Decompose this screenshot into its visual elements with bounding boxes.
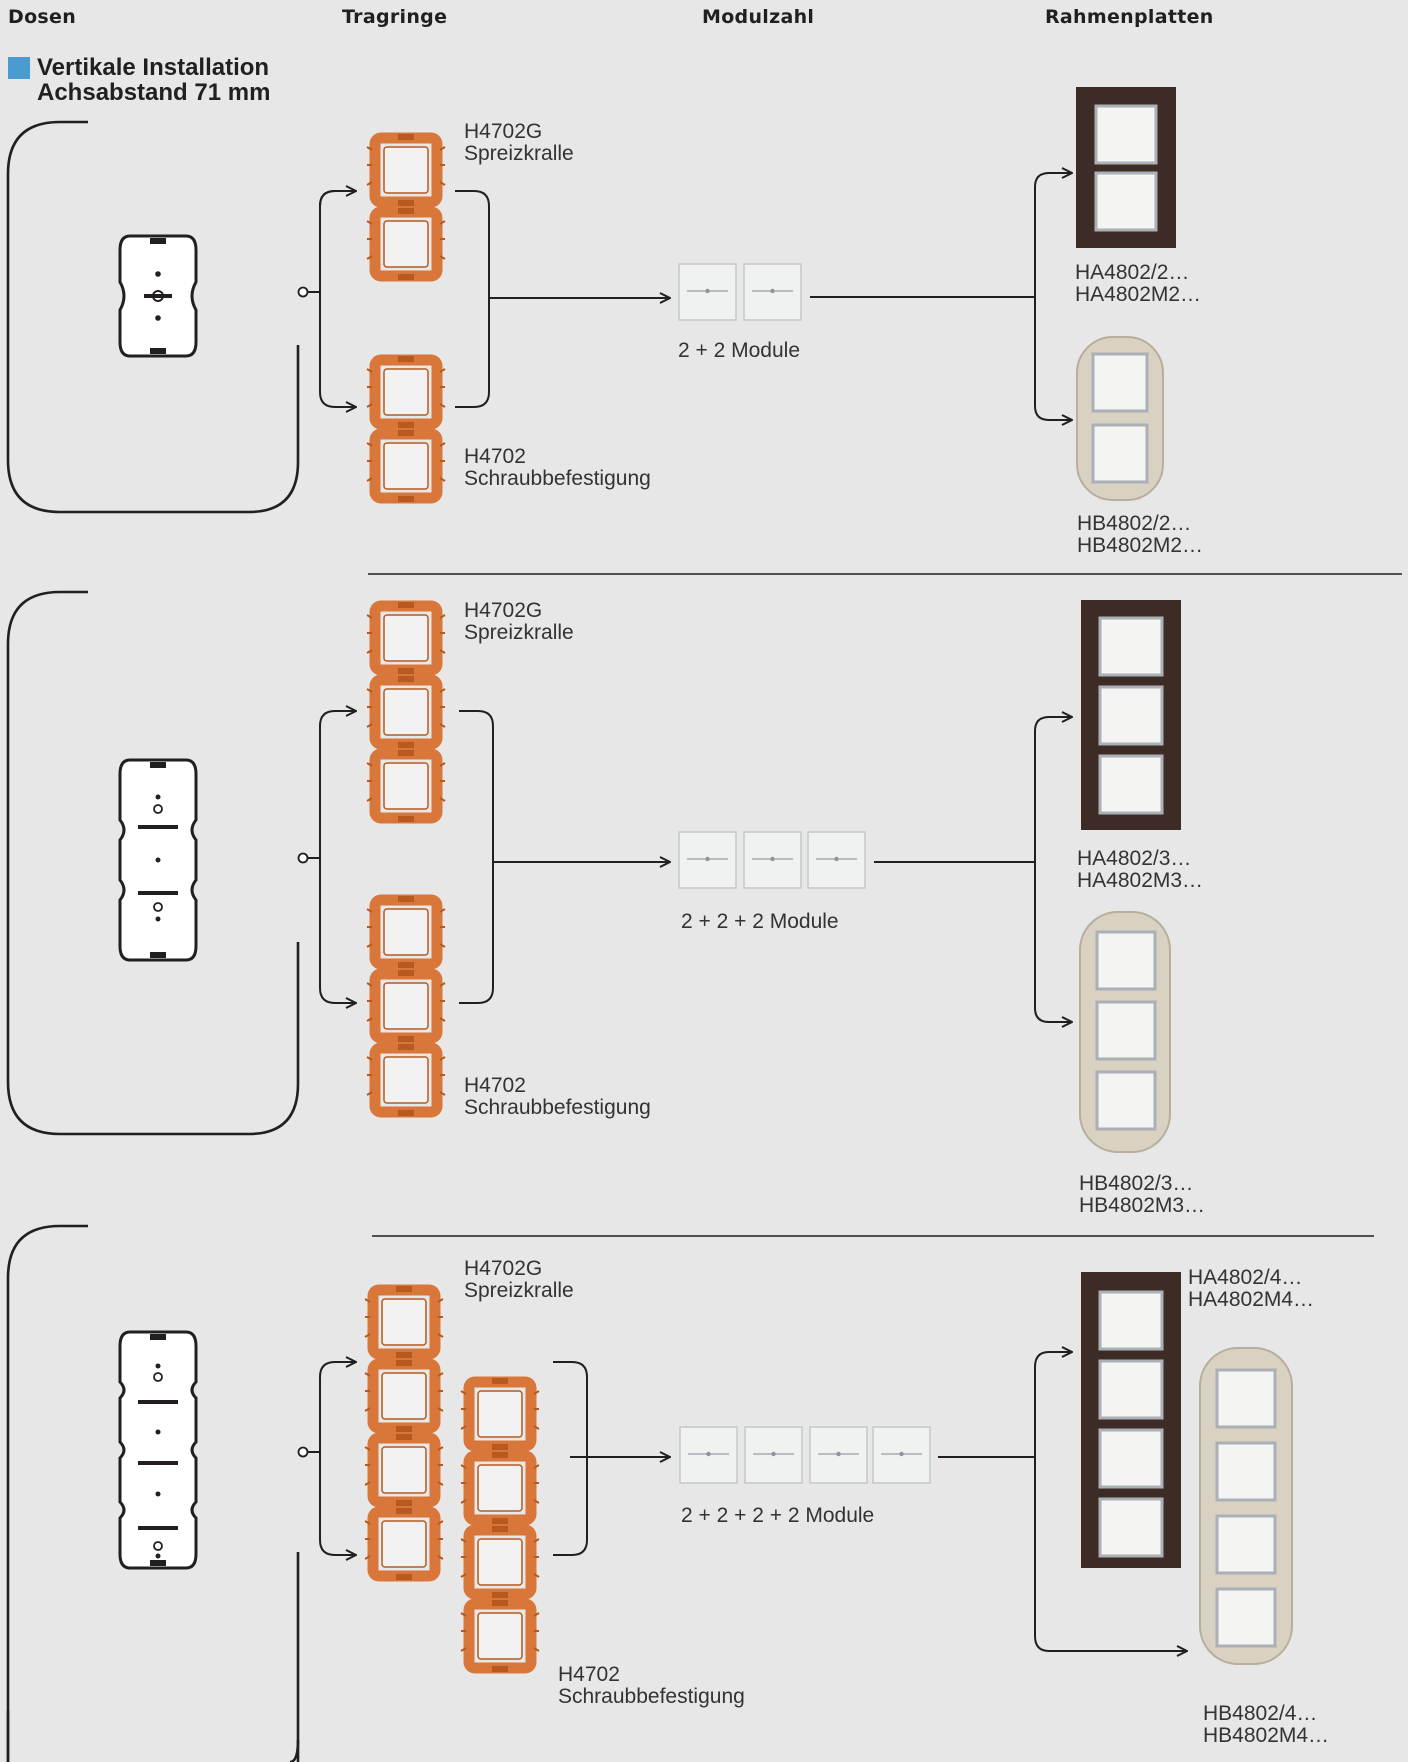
row-2 — [8, 592, 1181, 1152]
plate-code: HB4802/4… — [1203, 1703, 1329, 1725]
ring-spreizkralle — [367, 676, 445, 748]
ring-schraub — [461, 1526, 539, 1598]
row-3-arrow-plate-a — [1035, 1352, 1072, 1457]
module — [808, 832, 865, 888]
ring-spreizkralle — [365, 1434, 443, 1506]
row-1-arrow-plate-b — [1035, 297, 1072, 420]
row-2-merge-arrow — [459, 711, 670, 1003]
ring-spreizkralle — [367, 602, 445, 674]
plate-code: HB4802M4… — [1203, 1725, 1329, 1747]
ring-bottom-label: H4702 Schraubbefestigung — [464, 446, 651, 490]
module — [680, 1427, 737, 1483]
plate-code: HA4802/3… — [1077, 848, 1203, 870]
module — [810, 1427, 867, 1483]
plate-a-label: HA4802/2… HA4802M2… — [1075, 262, 1201, 306]
modules-label: 2 + 2 Module — [678, 339, 800, 363]
ring-desc: Schraubbefestigung — [464, 468, 651, 490]
plate-code: HB4802/3… — [1079, 1173, 1205, 1195]
ring-schraub — [461, 1600, 539, 1672]
modules-label: 2 + 2 + 2 Module — [681, 910, 839, 934]
ring-schraub — [367, 1044, 445, 1116]
ring-desc: Spreizkralle — [464, 143, 574, 165]
ring-top-label: H4702G Spreizkralle — [464, 1258, 574, 1302]
ring-spreizkralle — [365, 1360, 443, 1432]
ring-spreizkralle — [367, 134, 445, 206]
row-3-merge-arrow — [553, 1362, 670, 1555]
row-3-arrow-top — [308, 1362, 356, 1452]
ring-desc: Schraubbefestigung — [558, 1686, 745, 1708]
ring-schraub — [367, 430, 445, 502]
ring-spreizkralle — [365, 1508, 443, 1580]
ring-code: H4702G — [464, 1258, 574, 1280]
plate-dark-3 — [1081, 600, 1181, 830]
ring-code: H4702 — [464, 1075, 651, 1097]
plate-code: HA4802/4… — [1188, 1267, 1314, 1289]
ring-code: H4702G — [464, 121, 574, 143]
box-icon-4 — [120, 1332, 196, 1568]
ring-bottom-label: H4702 Schraubbefestigung — [558, 1664, 745, 1708]
row-2-arrow-bottom — [320, 858, 356, 1003]
plate-code: HA4802M3… — [1077, 870, 1203, 892]
module — [679, 832, 736, 888]
module — [744, 832, 801, 888]
plate-code: HA4802/2… — [1075, 262, 1201, 284]
plate-code: HA4802M4… — [1188, 1289, 1314, 1311]
plate-pearl-2 — [1077, 337, 1163, 500]
module — [873, 1427, 930, 1483]
ring-schraub — [367, 356, 445, 428]
modules-label: 2 + 2 + 2 + 2 Module — [681, 1504, 874, 1528]
row-2-arrow-plate-a — [1035, 717, 1072, 862]
ring-desc: Schraubbefestigung — [464, 1097, 651, 1119]
ring-spreizkralle — [367, 750, 445, 822]
ring-code: H4702G — [464, 600, 574, 622]
plate-b-label: HB4802/2… HB4802M2… — [1077, 513, 1203, 557]
ring-desc: Spreizkralle — [464, 622, 574, 644]
ring-code: H4702 — [558, 1664, 745, 1686]
plate-code: HB4802M3… — [1079, 1195, 1205, 1217]
row-1-merge-arrow — [455, 191, 670, 407]
ring-schraub — [461, 1452, 539, 1524]
plate-dark-2 — [1076, 87, 1176, 248]
ring-bottom-label: H4702 Schraubbefestigung — [464, 1075, 651, 1119]
plate-b-label: HB4802/3… HB4802M3… — [1079, 1173, 1205, 1217]
ring-schraub — [461, 1378, 539, 1450]
ring-spreizkralle — [367, 208, 445, 280]
row-2-arrow-plate-b — [1035, 862, 1072, 1022]
plate-pearl-4 — [1200, 1348, 1292, 1664]
ring-code: H4702 — [464, 446, 651, 468]
row-2-arrow-top — [308, 711, 356, 858]
plate-dark-4 — [1081, 1272, 1181, 1568]
plate-a-label: HA4802/4… HA4802M4… — [1188, 1267, 1314, 1311]
plate-code: HB4802/2… — [1077, 513, 1203, 535]
plate-pearl-3 — [1080, 912, 1170, 1152]
plate-a-label: HA4802/3… HA4802M3… — [1077, 848, 1203, 892]
ring-spreizkralle — [365, 1286, 443, 1358]
row-1-junction — [299, 288, 308, 297]
ring-schraub — [367, 970, 445, 1042]
ring-schraub — [367, 896, 445, 968]
box-icon-2 — [120, 236, 196, 356]
module — [745, 1427, 802, 1483]
plate-b-label: HB4802/4… HB4802M4… — [1203, 1703, 1329, 1747]
ring-top-label: H4702G Spreizkralle — [464, 121, 574, 165]
ring-desc: Spreizkralle — [464, 1280, 574, 1302]
plate-code: HB4802M2… — [1077, 535, 1203, 557]
module — [679, 264, 736, 320]
box-icon-3 — [120, 760, 196, 960]
row-1-split-arrows — [308, 191, 356, 407]
ring-top-label: H4702G Spreizkralle — [464, 600, 574, 644]
row-3-arrow-bottom — [320, 1452, 356, 1555]
module — [744, 264, 801, 320]
row-1-arrow-plate-a — [1035, 173, 1072, 297]
plate-code: HA4802M2… — [1075, 284, 1201, 306]
